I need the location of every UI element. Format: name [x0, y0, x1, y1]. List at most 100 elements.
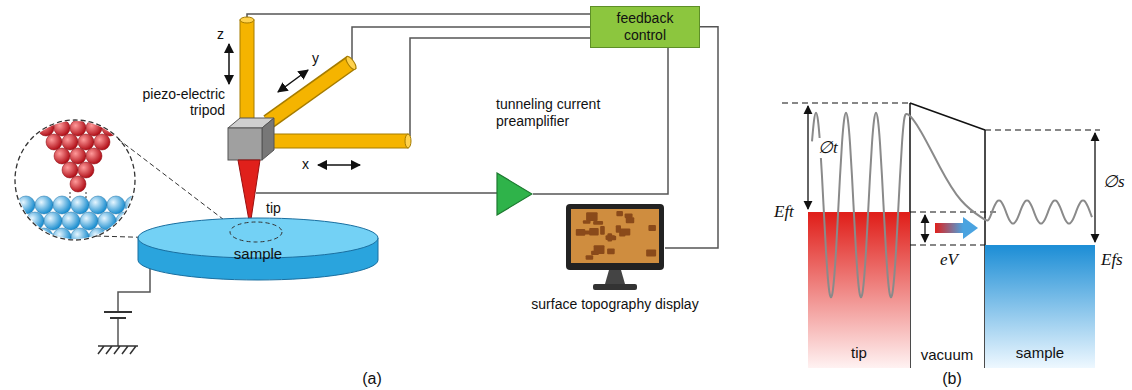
part-label: x: [300, 156, 311, 172]
substrate-atom: [26, 212, 44, 230]
topography-patch: [616, 225, 621, 233]
z-piezo-rod: [240, 20, 254, 122]
z-motion-arrow: [228, 44, 230, 84]
magnifier-circle: [15, 120, 135, 240]
topography-patch: [606, 235, 615, 240]
rod-end: [405, 134, 411, 148]
tunneling-arrow-head: [963, 217, 978, 239]
tip-atom: [94, 134, 110, 150]
display-monitor: surface topography display: [520, 204, 710, 313]
symbol-label: Eft: [772, 202, 796, 222]
dashed-leader: [70, 192, 86, 198]
sample-disk: sample: [136, 216, 380, 286]
substrate-atom: [80, 244, 98, 262]
substrate-atom: [53, 196, 71, 214]
substrate-atom: [17, 196, 35, 214]
amplifier-symbol: tunneling current preamplifier: [496, 96, 626, 216]
topography-patch: [593, 221, 603, 225]
monitor-stand: [605, 270, 625, 284]
node-label: sample: [1016, 344, 1064, 362]
topography-patch: [616, 211, 623, 216]
part-label: (b): [940, 370, 964, 388]
vacuum-level-tip: [782, 102, 910, 103]
monitor-bezel: [566, 204, 664, 270]
topography-patch: [586, 255, 594, 259]
substrate-atom: [98, 244, 116, 262]
barrier-outline: [910, 103, 985, 368]
wave-function: [812, 113, 1092, 298]
topography-patch: [626, 217, 634, 223]
tip-atom: [102, 120, 118, 136]
amplifier-triangle: [496, 172, 533, 216]
control-wire: [352, 27, 590, 60]
tip-atom: [86, 148, 102, 164]
substrate-atom: [116, 244, 134, 262]
substrate-atom: [116, 212, 134, 230]
tip-atom: [62, 134, 78, 150]
energy-band: tip: [808, 212, 910, 368]
tip-atom: [78, 134, 94, 150]
topography-patch: [589, 228, 598, 235]
node-label: tunneling current preamplifier: [496, 96, 626, 130]
topography-patch: [583, 220, 591, 224]
substrate-atom: [0, 196, 17, 214]
substrate-atom: [53, 228, 71, 246]
control-wire: [247, 14, 590, 20]
substrate-atom: [0, 228, 17, 246]
monitor-base: [593, 284, 637, 290]
fermi-level-guide: [910, 212, 1000, 245]
monitor-shape: [565, 204, 665, 292]
substrate-atom: [98, 212, 116, 230]
process-box: feedback control: [590, 6, 700, 48]
y-piezo-rod: [268, 63, 351, 122]
topography-patch: [586, 212, 598, 221]
ground-wire: [118, 268, 150, 346]
topography-patch: [576, 229, 585, 236]
amplifier-body: [497, 173, 532, 215]
node-label: tip: [851, 344, 867, 362]
substrate-atom: [8, 212, 26, 230]
node-label: sample: [136, 245, 380, 263]
symbol-label: ∅s: [1101, 172, 1127, 192]
x-motion-arrow: [318, 164, 360, 166]
topography-patch: [620, 228, 630, 235]
atom-group: [0, 120, 152, 262]
part-label: tip: [264, 200, 283, 216]
tip-atom: [38, 120, 54, 136]
substrate-atom: [26, 244, 44, 262]
tip-atom: [70, 176, 86, 192]
substrate-atom: [107, 196, 125, 214]
substrate-atom: [35, 228, 53, 246]
substrate-atom: [62, 212, 80, 230]
symbol-label: eV: [938, 250, 960, 270]
part-label: (a): [360, 370, 384, 388]
tip-atom: [62, 162, 78, 178]
focus-ellipse: [230, 222, 282, 242]
piezo-cube-front: [228, 128, 262, 160]
ground-symbol: [98, 346, 138, 354]
tip-atom: [54, 148, 70, 164]
signal-wire: [665, 27, 718, 248]
rod-end: [240, 17, 254, 23]
substrate-atom: [89, 228, 107, 246]
substrate-atom: [8, 244, 26, 262]
energy-band: sample: [985, 245, 1095, 368]
substrate-atom: [44, 212, 62, 230]
part-label: piezo-electric tripod: [128, 86, 227, 118]
substrate-atom: [89, 196, 107, 214]
rod-end: [344, 55, 358, 71]
substrate-atom: [71, 196, 89, 214]
substrate-atom: [71, 228, 89, 246]
topography-patch: [594, 245, 605, 254]
substrate-atom: [125, 196, 143, 214]
substrate-atom: [80, 212, 98, 230]
y-piezo-rod-outline: [268, 62, 352, 122]
symbol-label: ∅t: [816, 138, 840, 158]
part-label: y: [310, 50, 321, 66]
tip-atom: [86, 120, 102, 136]
topography-patch: [648, 225, 656, 231]
part-label: vacuum: [919, 346, 976, 363]
